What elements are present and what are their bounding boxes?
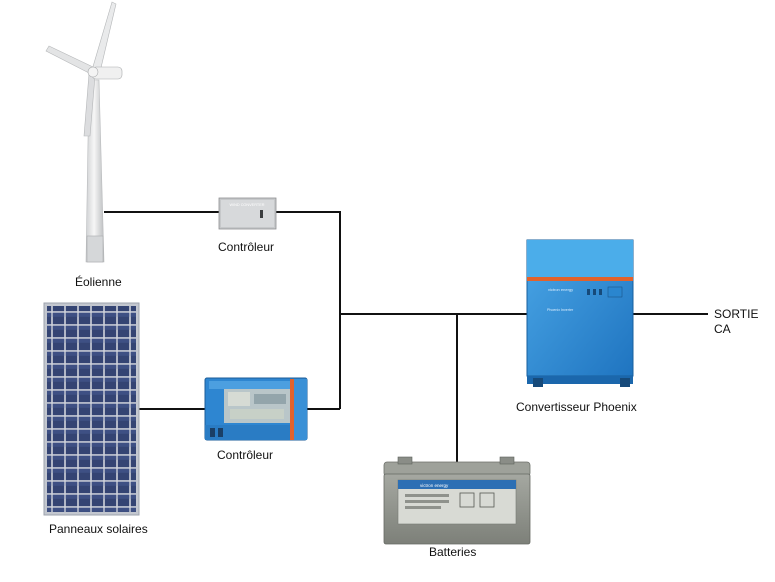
output-label-line1: SORTIE: [714, 307, 759, 321]
battery-brand-text: victron energy: [420, 483, 449, 488]
wind-controller-label: Contrôleur: [218, 240, 275, 254]
solar-controller-label: Contrôleur: [217, 448, 274, 462]
output-label-line2: CA: [714, 322, 731, 336]
wire-wind-controller-to-bus: [276, 211, 341, 409]
phoenix-inverter-graphic: victron energy Phoenix Inverter: [526, 239, 634, 387]
batteries-label: Batteries: [429, 545, 477, 559]
wiring: [104, 211, 708, 463]
solar-panels-label: Panneaux solaires: [49, 522, 148, 536]
solar-controller-graphic: [204, 377, 308, 441]
inverter-label: Convertisseur Phoenix: [516, 400, 637, 414]
battery-graphic: victron energy: [383, 456, 531, 545]
wind-turbine-graphic: [45, 1, 123, 263]
wind-controller-device-text: WIND CONVERTER: [230, 203, 265, 207]
wind-controller-graphic: WIND CONVERTER: [218, 197, 277, 230]
wind-turbine-label: Éolienne: [75, 275, 122, 289]
inverter-brand-text: victron energy: [548, 287, 573, 292]
solar-panels-graphic: [43, 302, 140, 516]
inverter-model-text: Phoenix Inverter: [547, 308, 574, 312]
